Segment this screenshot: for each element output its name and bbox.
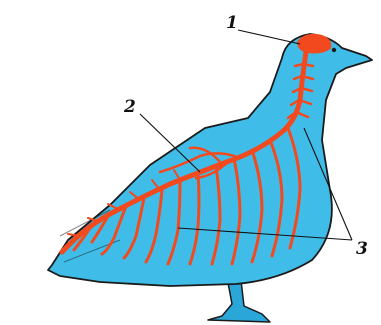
label-1: 1 xyxy=(226,13,238,33)
label-2: 2 xyxy=(123,97,136,117)
brain xyxy=(298,35,330,53)
bird-body xyxy=(48,34,372,286)
bird-eye xyxy=(332,48,336,52)
leader-line-1 xyxy=(238,30,300,44)
label-3: 3 xyxy=(356,239,368,259)
